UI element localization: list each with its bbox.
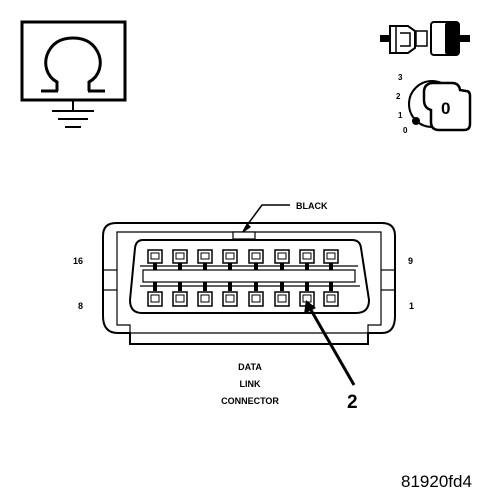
connector-color-label: BLACK	[296, 201, 328, 211]
pin-terminal	[147, 249, 163, 270]
pin-terminal	[147, 282, 163, 307]
ignition-position-2: 2	[396, 92, 401, 101]
pin-terminal	[197, 249, 213, 270]
pin-label-8: 8	[78, 301, 83, 311]
pin-label-16: 16	[73, 256, 83, 266]
ignition-position-3: 3	[398, 73, 403, 82]
pin-row-top	[147, 249, 339, 270]
position-marker-dot	[412, 117, 420, 125]
ignition-position-0: 0	[403, 126, 408, 135]
pin-terminal	[222, 282, 238, 307]
pin-label-9: 9	[408, 256, 413, 266]
disconnected-connector-icon	[380, 21, 470, 56]
pin-terminal	[248, 282, 264, 307]
connector-name-line-3: CONNECTOR	[221, 396, 279, 406]
color-callout: BLACK	[241, 201, 328, 234]
pin-callout: 2	[304, 300, 358, 413]
connector-latch	[232, 231, 256, 240]
ignition-switch-icon: 3 2 1 0 0	[396, 73, 472, 135]
ignition-key-label: 0	[441, 99, 450, 118]
meter-box	[20, 20, 127, 102]
pin-terminal	[274, 249, 290, 270]
pin-terminal	[197, 282, 213, 307]
ground-icon	[52, 100, 94, 128]
ignition-position-1: 1	[398, 111, 403, 120]
connector-inner-shell	[116, 231, 382, 334]
connector-name-line-1: DATA	[238, 362, 262, 372]
figure-id: 81920fd4	[401, 472, 472, 491]
pin-terminal	[248, 249, 264, 270]
pin-terminal	[172, 282, 188, 307]
callout-number: 2	[347, 392, 358, 413]
pin-terminal	[299, 249, 315, 270]
pin-label-1: 1	[409, 301, 414, 311]
pin-terminal	[323, 249, 339, 270]
connector-cavity	[128, 239, 371, 314]
data-link-connector	[102, 222, 396, 345]
pin-terminal	[274, 282, 290, 307]
ohmmeter-symbol	[20, 20, 127, 128]
pin-divider-bar	[142, 269, 356, 283]
pin-terminal	[222, 249, 238, 270]
pin-terminal	[172, 249, 188, 270]
connector-name-line-2: LINK	[240, 379, 261, 389]
pin-terminal	[323, 282, 339, 307]
ohm-icon	[41, 36, 105, 93]
ignition-key	[422, 81, 472, 132]
pin-row-bottom	[147, 282, 339, 307]
connector-outer-shell	[102, 222, 396, 345]
